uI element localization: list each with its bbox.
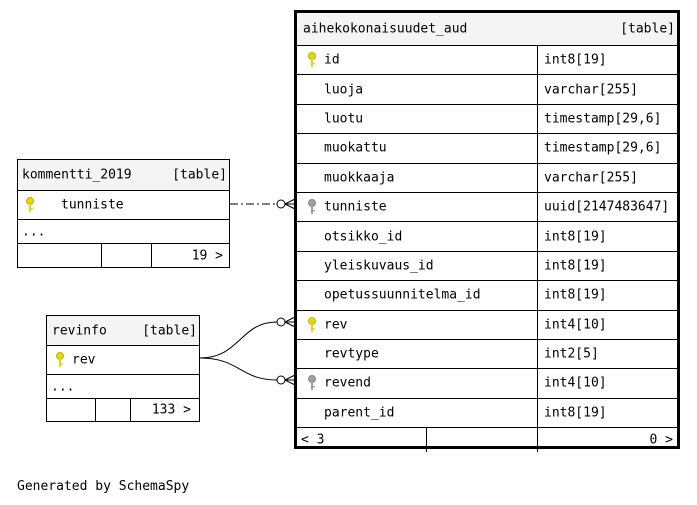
column-name: tunniste — [324, 199, 387, 215]
footer-cell-middle — [427, 428, 538, 453]
rev-connector-zero-marker — [276, 317, 286, 327]
table-row: id int8[19] — [297, 46, 677, 76]
children-count: 133 > — [151, 402, 191, 418]
table-name: kommentti_2019 — [22, 167, 132, 183]
column-type: int8[19] — [544, 52, 607, 68]
footer-cell-middle — [102, 244, 152, 267]
column-type: int8[19] — [544, 287, 607, 303]
primary-key-icon — [26, 197, 34, 212]
table-revinfo[interactable]: revinfo [table] rev ... 133 > — [46, 315, 200, 422]
table-name: revinfo — [52, 323, 107, 338]
children-count: 0 > — [649, 432, 673, 448]
foreign-key-icon — [308, 375, 316, 391]
column-type: int8[19] — [544, 229, 607, 245]
primary-key-icon — [56, 352, 64, 367]
column-name: revtype — [324, 346, 379, 362]
revinfo-revend-connector — [199, 357, 278, 381]
table-footer: 19 > — [18, 244, 229, 267]
column-name: id — [324, 52, 340, 68]
table-row: tunniste uuid[2147483647] — [297, 192, 677, 223]
table-aihekokonaisuudet-aud[interactable]: aihekokonaisuudet_aud [table] id int8[19]… — [294, 10, 680, 453]
table-header: aihekokonaisuudet_aud [table] — [297, 13, 677, 46]
column-type: varchar[255] — [544, 82, 638, 98]
column-name: yleiskuvaus_id — [324, 258, 434, 274]
primary-key-icon — [308, 316, 316, 332]
generator-credit: Generated by SchemaSpy — [17, 479, 190, 494]
kommentti-connector-zero-marker — [276, 199, 286, 209]
footer-cell-children[interactable]: 19 > — [152, 244, 229, 267]
table-kind: [table] — [172, 167, 227, 183]
column-list: id int8[19] luoja varchar[255] luotu timestam… — [297, 46, 677, 429]
revinfo-rev-connector — [199, 321, 278, 359]
table-row: otsikko_id int8[19] — [297, 222, 677, 252]
table-kommentti-2019[interactable]: kommentti_2019 [table] tunniste ... 19 > — [17, 159, 230, 268]
column-type: int2[5] — [544, 346, 599, 362]
primary-key-icon — [308, 52, 316, 68]
column-type: timestamp[29,6] — [544, 140, 662, 156]
column-name: rev — [324, 317, 348, 333]
footer-cell-parents[interactable]: < 3 — [297, 428, 427, 453]
column-type: timestamp[29,6] — [544, 111, 662, 127]
table-row: luoja varchar[255] — [297, 75, 677, 105]
column-name: opetussuunnitelma_id — [324, 287, 481, 303]
table-header: revinfo [table] — [47, 316, 199, 346]
table-row: opetussuunnitelma_id int8[19] — [297, 281, 677, 311]
table-header: kommentti_2019 [table] — [18, 160, 229, 191]
footer-cell-parents[interactable] — [18, 244, 102, 267]
table-row: tunniste — [18, 191, 229, 220]
children-count: 19 > — [191, 248, 223, 263]
column-type: int8[19] — [544, 405, 607, 421]
table-row: revend int4[10] — [297, 369, 677, 399]
column-name: luoja — [324, 82, 364, 98]
table-row: muokkaaja varchar[255] — [297, 163, 677, 193]
column-type: varchar[255] — [544, 170, 638, 186]
column-type: int8[19] — [544, 258, 607, 274]
column-name: luotu — [324, 111, 364, 127]
rev-connector-crowfoot — [284, 316, 296, 328]
table-footer: 133 > — [47, 399, 199, 421]
more-columns: ... — [47, 375, 199, 399]
table-kind: [table] — [142, 323, 197, 338]
column-name: muokkaaja — [324, 170, 395, 186]
footer-cell-children[interactable]: 133 > — [131, 399, 199, 421]
revend-connector-zero-marker — [276, 375, 286, 385]
revend-connector-crowfoot — [284, 374, 296, 386]
table-row: rev int4[10] — [297, 310, 677, 340]
more-columns: ... — [18, 220, 229, 244]
table-row: parent_id int8[19] — [297, 398, 677, 429]
table-row: muokattu timestamp[29,6] — [297, 134, 677, 164]
column-name: rev — [72, 352, 96, 368]
table-row: luotu timestamp[29,6] — [297, 104, 677, 135]
table-row: yleiskuvaus_id int8[19] — [297, 251, 677, 282]
column-type: int4[10] — [544, 317, 607, 333]
column-name: muokattu — [324, 140, 387, 156]
column-type: int4[10] — [544, 375, 607, 391]
parents-count: < 3 — [301, 432, 325, 448]
footer-cell-middle — [96, 399, 131, 421]
table-row: revtype int2[5] — [297, 339, 677, 370]
column-name: parent_id — [324, 405, 395, 421]
column-name: otsikko_id — [324, 229, 403, 245]
table-kind: [table] — [620, 21, 675, 37]
column-name: tunniste — [61, 197, 124, 213]
column-type: uuid[2147483647] — [544, 199, 670, 215]
table-name: aihekokonaisuudet_aud — [303, 21, 468, 37]
column-name: revend — [324, 375, 371, 391]
foreign-key-icon — [308, 199, 316, 215]
table-footer: < 3 0 > — [297, 428, 677, 453]
footer-cell-parents[interactable] — [47, 399, 96, 421]
table-row: rev — [47, 346, 199, 375]
kommentti-connector-crowfoot — [284, 198, 296, 210]
footer-cell-children[interactable]: 0 > — [538, 428, 677, 452]
